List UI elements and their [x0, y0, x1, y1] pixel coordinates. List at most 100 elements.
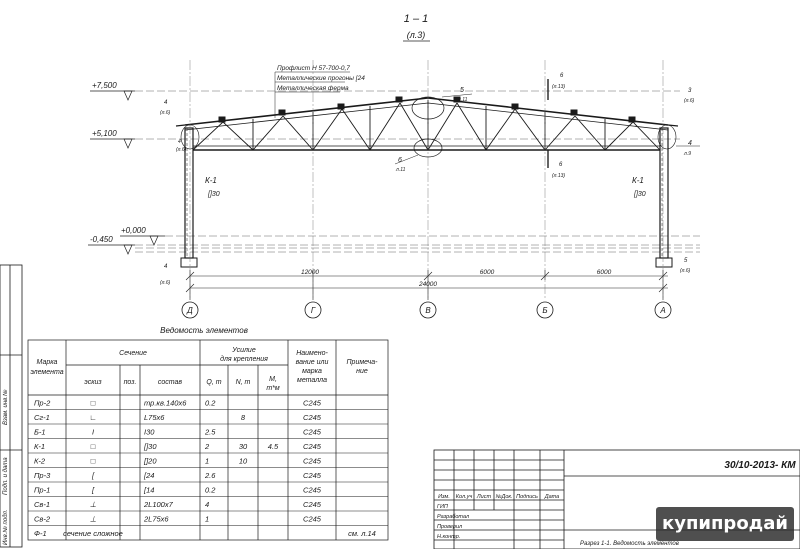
- svg-text:л.11: л.11: [457, 97, 468, 103]
- schedule-cell-q: 4: [205, 500, 209, 509]
- tb-role-dev: Разработал: [437, 514, 469, 520]
- tb-col-sign: Подпись: [516, 494, 538, 500]
- svg-text:л.9: л.9: [683, 151, 691, 157]
- schedule-cell-q: 0.2: [205, 486, 216, 495]
- schedule-cell-composition: 2L100х7: [143, 500, 174, 509]
- svg-text:4: 4: [164, 264, 168, 270]
- svg-text:(л.6): (л.6): [160, 110, 171, 116]
- tb-role-gip: ГИП: [437, 504, 448, 510]
- schedule-cell-steel: С245: [303, 471, 322, 480]
- schedule-cell-composition: тр.кв.140х6: [144, 399, 187, 408]
- schedule-cell-q: 2.6: [204, 471, 216, 480]
- schedule-cell-sketch: сечение сложное: [63, 529, 123, 538]
- hdr-mark-2: элемента: [30, 369, 63, 376]
- svg-text:(л.6): (л.6): [684, 98, 695, 104]
- schedule-cell-n: 30: [239, 442, 248, 451]
- schedule-cell-sketch: ⊥: [90, 515, 97, 524]
- side-stamp-1: Взам. инв.№: [2, 389, 9, 425]
- schedule-cell-composition: 2L75х6: [143, 515, 169, 524]
- schedule-cell-n: 8: [241, 413, 246, 422]
- tb-sheet-title: Разрез 1-1. Ведомость элементов: [580, 541, 679, 547]
- title-block-code: 30/10-2013- КМ: [724, 460, 796, 471]
- side-stamp-2: Подп. и дата: [3, 457, 9, 495]
- schedule-cell-composition: []20: [143, 457, 157, 466]
- axis-A: А: [659, 306, 665, 315]
- svg-text:4: 4: [164, 100, 168, 106]
- schedule-cell-steel: С245: [303, 399, 322, 408]
- hdr-force-2: для крепления: [220, 355, 268, 363]
- level-7500: +7,500: [92, 81, 117, 90]
- schedule-cell-composition: [24: [143, 471, 154, 480]
- hdr-pos: поз.: [124, 379, 137, 386]
- schedule-cell-mark: Св-1: [34, 500, 50, 509]
- hdr-section: Сечение: [119, 350, 147, 357]
- column-left-name: К-1: [205, 176, 217, 185]
- schedule-cell-sketch: [: [91, 486, 95, 495]
- schedule-cell-mark: Пр-3: [34, 471, 51, 480]
- axis-bubbles: [181, 301, 672, 319]
- hdr-q: Q, т: [206, 379, 221, 386]
- title-block: [433, 449, 800, 549]
- svg-text:(л.6): (л.6): [160, 280, 171, 286]
- schedule-cell-composition: L75х6: [144, 413, 165, 422]
- hdr-note-1: Примеча-: [346, 359, 378, 366]
- schedule-cell-sketch: [: [91, 471, 95, 480]
- schedule-cell-steel: С245: [303, 515, 322, 524]
- dim-6000-b: 6000: [597, 269, 612, 276]
- hdr-n: N, т: [236, 379, 251, 386]
- hdr-m-2: т*м: [266, 385, 280, 392]
- tb-col-date: Дата: [544, 494, 560, 500]
- level-marks: +7,500 +5,100 +0,000 -0,450: [88, 81, 165, 255]
- svg-text:(л.6): (л.6): [176, 147, 187, 153]
- schedule-cell-q: 2: [204, 442, 210, 451]
- schedule-cell-q: 1: [205, 515, 209, 524]
- svg-text:4: 4: [688, 140, 692, 147]
- schedule-cell-sketch: □: [91, 442, 96, 451]
- schedule-cell-steel: С245: [303, 413, 322, 422]
- axis-V: В: [425, 306, 431, 315]
- axis-D: Д: [186, 306, 193, 315]
- frame-structure: [175, 96, 679, 268]
- level-minus-0450: -0,450: [90, 235, 113, 244]
- svg-text:3: 3: [688, 88, 692, 94]
- schedule-cell-n: 10: [239, 457, 248, 466]
- tb-col-doc: №Док.: [495, 494, 512, 500]
- schedule-cell-sketch: I: [92, 428, 94, 437]
- hdr-steel-3: марка: [302, 368, 322, 375]
- svg-text:6: 6: [560, 73, 564, 79]
- hdr-steel-4: металла: [297, 377, 327, 384]
- dim-12000: 12000: [301, 269, 319, 276]
- schedule-cell-steel: С245: [303, 442, 322, 451]
- schedule-cell-q: 0.2: [205, 399, 216, 408]
- schedule-cell-m: 4.5: [268, 442, 279, 451]
- tb-col-kol: Кол.уч: [456, 494, 473, 500]
- column-left-profile: []30: [207, 191, 220, 198]
- svg-text:6: 6: [559, 162, 563, 168]
- svg-text:(л.13): (л.13): [552, 173, 565, 179]
- schedule-cell-mark: Ф-1: [34, 529, 47, 538]
- schedule-cell-mark: К-1: [34, 442, 45, 451]
- column-right-name: К-1: [632, 176, 644, 185]
- schedule-cell-sketch: ∟: [89, 413, 96, 422]
- tb-col-izm: Изм.: [438, 494, 450, 500]
- svg-text:6: 6: [398, 157, 402, 164]
- schedule-cell-steel: С245: [303, 428, 322, 437]
- schedule-cell-steel: С245: [303, 500, 322, 509]
- schedule-cell-mark: Пр-2: [34, 399, 51, 408]
- side-stamp: [0, 264, 23, 548]
- schedule-cell-composition: [14: [143, 486, 154, 495]
- axis-G: Г: [311, 306, 316, 315]
- section-sheet-ref: (л.3): [407, 30, 426, 40]
- hdr-composition: состав: [158, 379, 183, 386]
- svg-text:л.11: л.11: [395, 167, 406, 173]
- schedule-cell-note: см. л.14: [348, 529, 376, 538]
- level-0000: +0,000: [121, 226, 146, 235]
- schedule-cell-sketch: □: [91, 399, 96, 408]
- dim-24000: 24000: [418, 281, 437, 288]
- axis-B: Б: [542, 306, 547, 315]
- section-title: 1 – 1: [404, 13, 428, 25]
- schedule-cell-steel: С245: [303, 486, 322, 495]
- schedule-cell-q: 1: [205, 457, 209, 466]
